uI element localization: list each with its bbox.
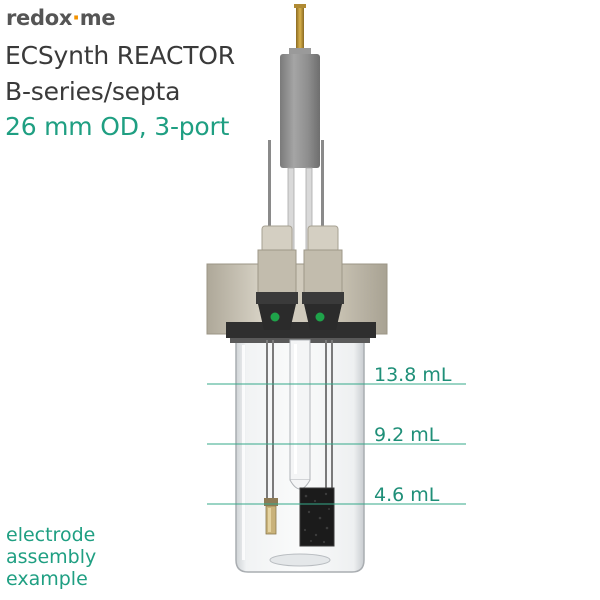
brand-logo-dot: ·: [72, 6, 80, 30]
product-series: B-series/septa: [5, 77, 181, 106]
electrode-contact-pin: [294, 4, 306, 56]
electrode-wires: [266, 339, 333, 500]
volume-label-9-2: 9.2 mL: [374, 424, 440, 446]
product-title: ECSynth REACTOR: [5, 41, 235, 70]
counter-electrode-block: [299, 487, 335, 547]
caption-line-1: electrode: [6, 524, 96, 546]
brand-logo-suffix: me: [79, 6, 116, 30]
port-indicator-right: [315, 312, 325, 322]
port-fitting-right: [302, 225, 344, 330]
volume-label-13-8: 13.8 mL: [374, 364, 452, 386]
caption-line-2: assembly: [6, 546, 97, 568]
illustration-caption: electrode assembly example: [6, 524, 96, 590]
port-fitting-left: [256, 225, 298, 330]
brand-logo-prefix: redox: [6, 6, 73, 30]
port-indicator-left: [270, 312, 280, 322]
brand-logo: redox·me: [6, 6, 116, 30]
volume-label-4-6: 4.6 mL: [374, 484, 440, 506]
electrode-holder: [280, 48, 320, 168]
working-electrode-clip: [264, 498, 278, 535]
caption-line-3: example: [6, 568, 88, 590]
product-spec: 26 mm OD, 3-port: [5, 112, 230, 141]
